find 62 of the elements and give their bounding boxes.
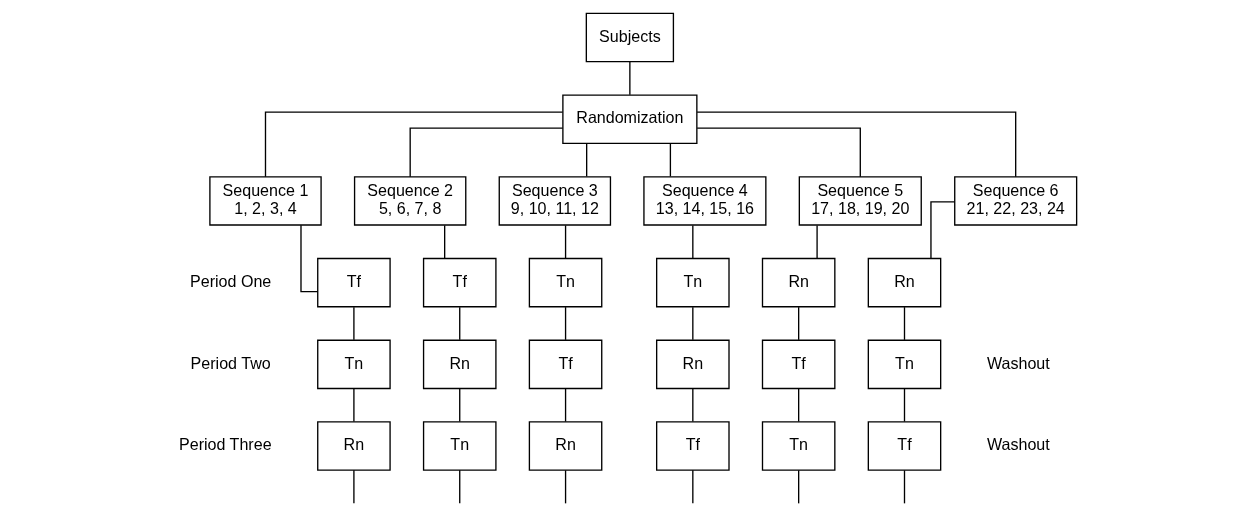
connector: [458, 306, 460, 341]
connector: [443, 224, 445, 259]
node-box: Rn: [655, 339, 730, 390]
node-box: Randomization: [561, 94, 697, 144]
node-box: Sequence 1 1, 2, 3, 4: [208, 176, 322, 226]
connector: [409, 127, 563, 178]
node-box: Rn: [867, 257, 941, 308]
connector: [903, 306, 905, 341]
connector: [797, 388, 799, 423]
connector: [797, 469, 799, 505]
connector: [585, 143, 587, 178]
connector: [628, 61, 631, 96]
label: Period Two: [190, 353, 271, 372]
connector: [458, 469, 460, 505]
connector: [691, 224, 693, 259]
connector: [352, 469, 355, 505]
node-box: Sequence 4 13, 14, 15, 16: [642, 176, 766, 226]
node-box: Rn: [422, 339, 497, 390]
connector: [264, 111, 563, 178]
connector: [564, 469, 566, 505]
connector: [564, 306, 566, 341]
node-box: Tn: [528, 257, 602, 308]
connector: [691, 388, 693, 423]
node-box: Tn: [867, 339, 941, 390]
connector: [691, 306, 693, 341]
node-box: Tf: [528, 339, 602, 390]
node-box: Tf: [422, 257, 497, 308]
node-box: Sequence 6 21, 22, 23, 24: [953, 176, 1077, 226]
connector: [797, 306, 799, 341]
connector: [695, 111, 1016, 178]
label: Period One: [189, 271, 271, 290]
connector: [929, 201, 955, 260]
node-box: Subjects: [585, 12, 674, 63]
node-box: Tf: [867, 421, 941, 471]
node-box: Rn: [528, 421, 602, 471]
node-box: Tf: [761, 339, 835, 390]
connector: [352, 388, 355, 423]
connector: [903, 469, 905, 505]
node-box: Tn: [422, 421, 497, 471]
connector: [458, 388, 460, 423]
node-box: Sequence 2 5, 6, 7, 8: [353, 176, 466, 226]
connector: [903, 388, 905, 423]
label: Washout: [986, 435, 1050, 454]
connector: [815, 224, 818, 259]
connector: [564, 224, 566, 259]
node-box: Sequence 3 9, 10, 11, 12: [498, 176, 611, 226]
connector: [695, 127, 861, 178]
node-box: Tf: [655, 421, 730, 471]
connector: [691, 469, 693, 505]
node-box: Tn: [761, 421, 835, 471]
label: Washout: [986, 353, 1050, 372]
connector: [564, 388, 566, 423]
node-box: Rn: [761, 257, 835, 308]
connector: [299, 224, 318, 293]
node-box: Sequence 5 17, 18, 19, 20: [798, 176, 922, 226]
label: Period Three: [178, 435, 272, 454]
connector: [669, 143, 671, 178]
connector: [352, 306, 355, 341]
node-box: Tn: [655, 257, 730, 308]
node-box: Tn: [316, 339, 391, 390]
node-box: Tf: [316, 257, 391, 308]
node-box: Rn: [316, 421, 391, 471]
